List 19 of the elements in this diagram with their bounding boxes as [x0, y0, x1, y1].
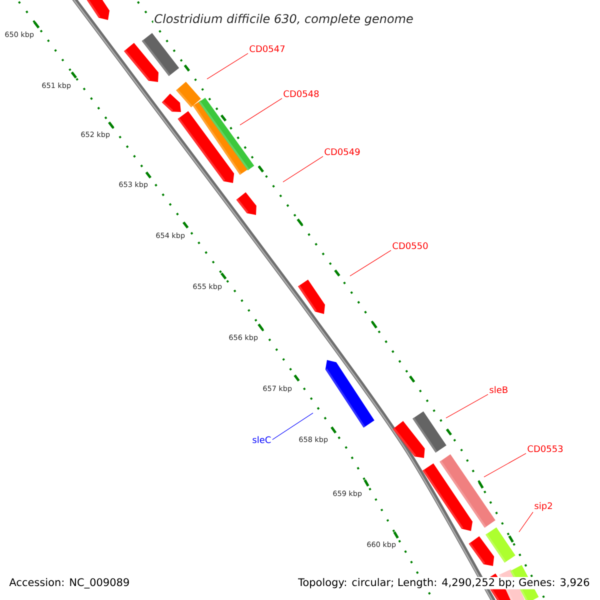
- leader-line: [350, 250, 392, 276]
- leader-line: [484, 453, 526, 478]
- gene-label: CD0550: [392, 242, 428, 250]
- gene-label: sleC: [252, 436, 271, 444]
- gene-label: CD0547: [250, 45, 285, 52]
- gene-label: sip2: [534, 502, 552, 511]
- leader-line: [446, 394, 488, 418]
- leader-line: [282, 156, 324, 182]
- leader-line: [272, 412, 314, 440]
- gene-label: sleB: [490, 386, 508, 394]
- accession-text: Accession: NC_009089: [8, 577, 131, 590]
- gene-label: CD0549: [324, 148, 360, 156]
- leader-line: [206, 53, 248, 80]
- leader-line: [240, 98, 282, 126]
- gene-label: CD0548: [284, 90, 319, 98]
- summary-text: Topology: circular; Length: 4,290,252 bp; Genes: 3,926: [297, 577, 591, 590]
- leader-line: [518, 512, 534, 532]
- gene-label: CD0553: [528, 445, 563, 452]
- title: Clostridium difficile 630, complete genome: [153, 12, 414, 26]
